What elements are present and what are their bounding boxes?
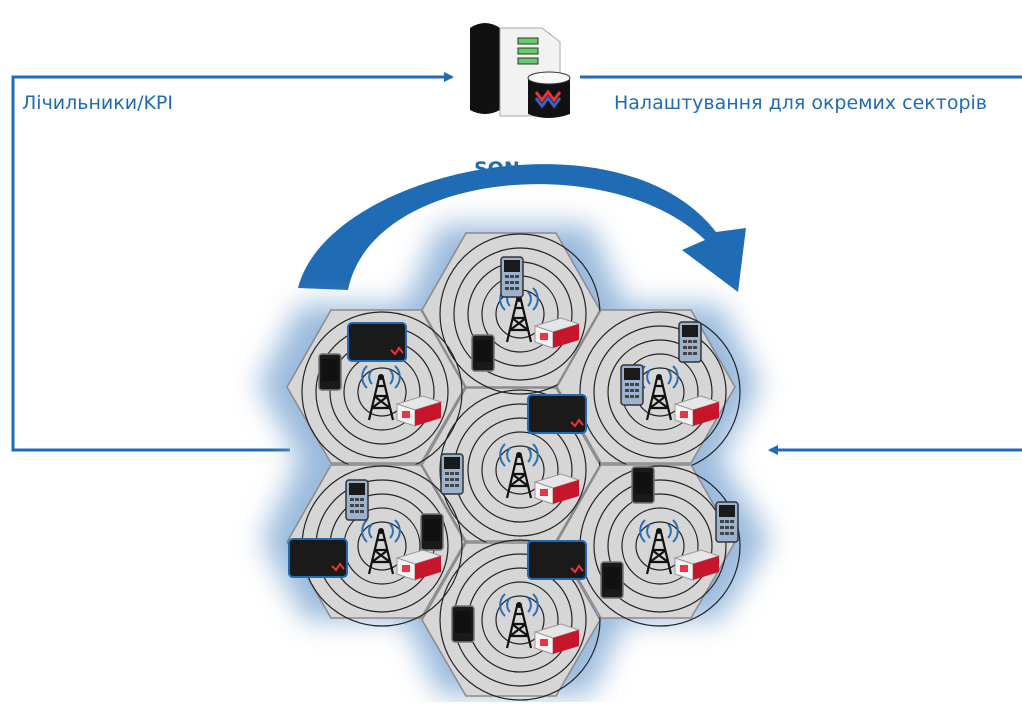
- phone-icon: [715, 501, 739, 543]
- phone-icon: [620, 364, 644, 406]
- smartphone-icon: [451, 605, 475, 643]
- cell-lower-left: [286, 464, 466, 627]
- phone-icon: [678, 321, 702, 363]
- counters-kpi-label: Лічильники/KPI: [22, 92, 173, 114]
- sector-settings-arrow: [580, 75, 1022, 455]
- tablet-icon: [288, 538, 348, 578]
- smartphone-icon: [471, 334, 495, 372]
- sector-settings-label: Налаштування для окремих секторів: [614, 92, 987, 114]
- cell-top: [421, 232, 601, 395]
- tablet-icon: [347, 322, 407, 362]
- smartphone-icon: [318, 353, 342, 391]
- smartphone-icon: [420, 513, 444, 551]
- son-label: SON: [474, 158, 520, 180]
- counters-kpi-arrow: [11, 72, 454, 452]
- smartphone-icon: [631, 466, 655, 504]
- tablet-icon: [527, 540, 587, 580]
- son-loop-arrow: [298, 164, 746, 292]
- tablet-icon: [527, 394, 587, 434]
- cell-bottom: [421, 539, 601, 701]
- server-icon: [470, 23, 571, 118]
- phone-icon: [500, 256, 524, 298]
- phone-icon: [440, 453, 464, 495]
- smartphone-icon: [600, 561, 624, 599]
- cell-upper-left: [286, 309, 466, 473]
- phone-icon: [345, 479, 369, 521]
